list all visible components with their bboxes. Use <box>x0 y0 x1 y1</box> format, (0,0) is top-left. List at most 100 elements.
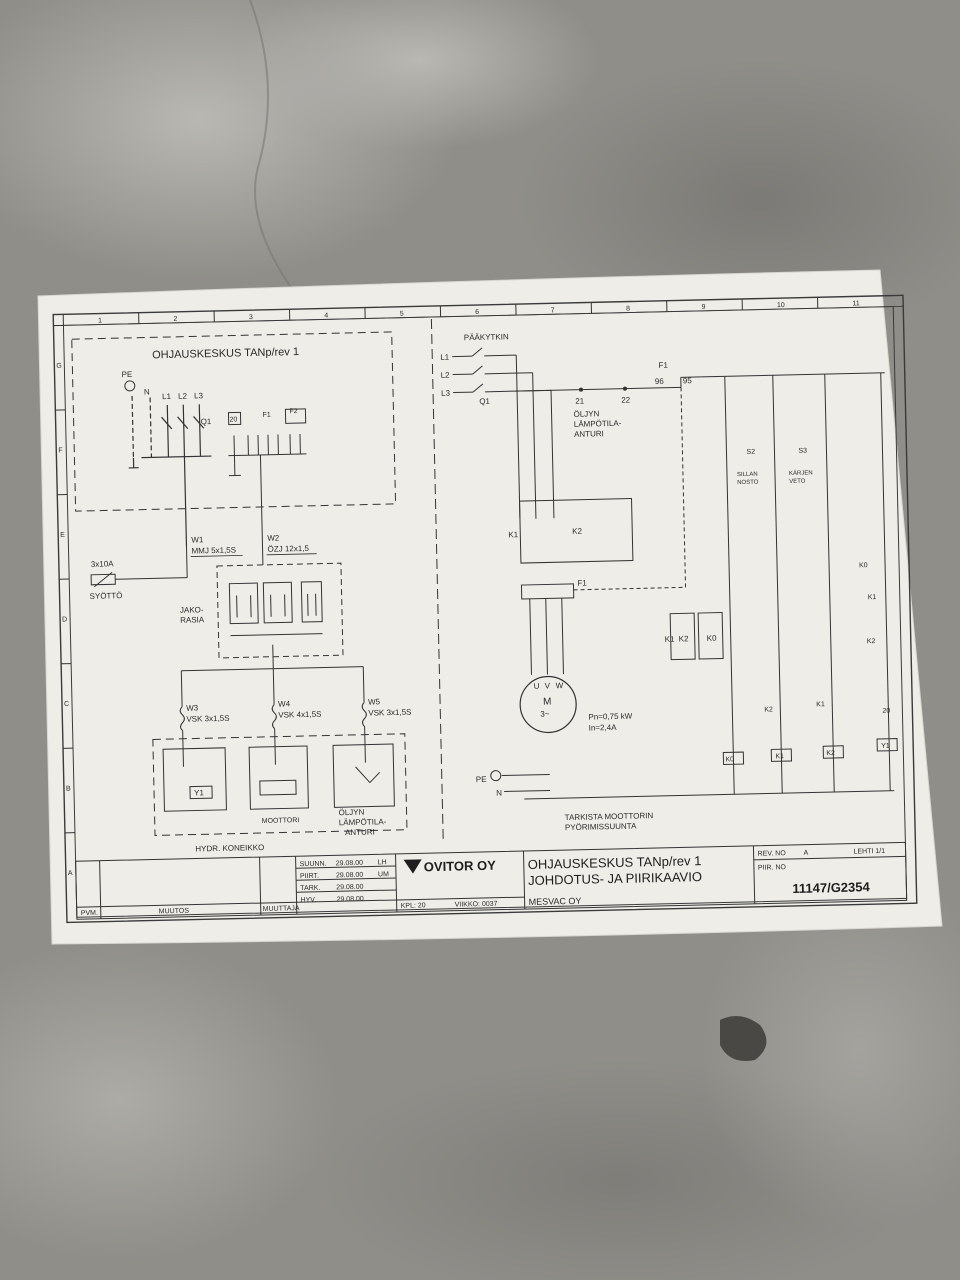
sensor-label-3: ANTURI <box>345 827 375 837</box>
circuit-diagram: PÄÄKYTKIN L1 L2 L3 Q1 <box>440 332 898 832</box>
pe-label: PE <box>121 370 132 379</box>
k1-contact: K1 <box>868 594 877 601</box>
fuse-f1-label: F1 <box>262 412 270 419</box>
w3-label: W3 <box>186 703 199 712</box>
rev-value: A <box>804 850 809 857</box>
w1-cable: MMJ 5x1,5S <box>191 546 236 556</box>
circuit-l1: L1 <box>440 353 450 362</box>
w2-label: W2 <box>267 534 280 543</box>
valve-y1 <box>189 785 213 800</box>
terminal-20-right: 20 <box>882 708 890 715</box>
grid-row-label: D <box>62 616 67 623</box>
supply-feed: 3x10A SYÖTTÖ W1 MMJ 5x1,5S W2 ÖZJ 12x1,5 <box>89 534 317 601</box>
k0-contact: K0 <box>859 562 868 569</box>
s3-desc-1: KÄRJEN <box>789 469 813 477</box>
paper <box>37 269 943 945</box>
reversing-contactors <box>519 498 634 564</box>
motor-current: In=2,4A <box>589 723 618 733</box>
motor-terminal-box <box>259 779 297 796</box>
circuit-l2: L2 <box>441 371 451 380</box>
junction-label-1: JAKO- <box>180 605 204 615</box>
coil-k0 <box>722 751 745 766</box>
coil-k2 <box>822 745 844 759</box>
w5-cable: VSK 3x1,5S <box>368 708 411 718</box>
valve-y1-label: Y1 <box>194 788 205 797</box>
section-divider <box>430 319 444 841</box>
grid-row-label: A <box>68 870 73 877</box>
tark-date: 29.08.00 <box>336 884 364 892</box>
q1-label: Q1 <box>201 417 212 426</box>
s2-label: S2 <box>746 449 755 456</box>
n-label: N <box>144 387 150 396</box>
sensor-label-2: LÄMPÖTILA- <box>339 817 387 827</box>
k2-aux: K2 <box>679 634 690 643</box>
w1-label: W1 <box>191 535 204 544</box>
hyv-label: HYV. <box>300 897 316 904</box>
terminal-20-label: 20 <box>230 416 238 423</box>
grid-column-label: 6 <box>475 309 479 316</box>
machine-label: HYDR. KONEIKKO <box>195 843 264 854</box>
terminal-21: 21 <box>575 397 585 406</box>
grid-row-label: F <box>58 447 62 454</box>
pe-ground-symbol <box>124 380 136 392</box>
coil-k2-label: K2 <box>826 750 835 757</box>
rotation-note-1: TARKISTA MOOTTORIN <box>565 811 654 822</box>
motor-m: M <box>543 696 552 707</box>
grid-column-label: 8 <box>626 306 630 313</box>
s2-desc-1: SILLAN <box>737 472 758 478</box>
grid-row-label: B <box>66 785 71 792</box>
piirt-init: UM <box>378 871 389 878</box>
w3-cable: VSK 3x1,5S <box>186 714 229 724</box>
customer: MESVAC OY <box>529 896 582 907</box>
oil-sensor-3: ANTURI <box>574 429 604 439</box>
company-name: OVITOR OY <box>424 858 497 875</box>
s3-desc-2: VETO <box>789 479 806 485</box>
oil-sensor-1: ÖLJYN <box>573 409 599 419</box>
supply-label: SYÖTTÖ <box>89 591 122 601</box>
coil-y1-label: Y1 <box>881 743 890 750</box>
piirt-date: 29.08.00 <box>336 872 364 880</box>
w5-label: W5 <box>368 697 381 706</box>
viikko: VIIKKO: 0037 <box>455 901 498 909</box>
w4-cable: VSK 4x1,5S <box>278 710 321 720</box>
coil-k0-label: K0 <box>725 756 734 763</box>
k2-interlock: K2 <box>764 706 773 713</box>
grid-column-label: 10 <box>777 302 785 309</box>
motor-power: Pn=0,75 kW <box>588 712 632 722</box>
terminal-95: 95 <box>683 376 693 385</box>
hyv-date: 29.08.00 <box>336 896 364 904</box>
hydraulic-unit: W3 VSK 3x1,5S W4 VSK 4x1,5S W5 VSK 3x1,5… <box>152 697 412 854</box>
rev-label: REV. NO <box>758 850 787 858</box>
grid-column-label: 5 <box>400 311 404 318</box>
circuit-l3: L3 <box>441 389 451 398</box>
k1-label: K1 <box>508 530 519 539</box>
pvm-label: PVM. <box>81 910 98 917</box>
motor-w: W <box>556 681 564 690</box>
motor-3phase: 3~ <box>540 709 550 718</box>
w4-label: W4 <box>278 699 291 708</box>
drawing-number: 11147/G2354 <box>792 879 870 896</box>
grid-row-label: E <box>60 532 65 539</box>
fuse-f2-label: F2 <box>289 408 297 415</box>
terminal-96: 96 <box>655 377 665 386</box>
suunn-date: 29.08.00 <box>336 860 364 868</box>
control-box: OHJAUSKESKUS TANp/rev 1 PE N L1 L2 L3 Q1 <box>71 331 397 565</box>
sheet-number: LEHTI 1/1 <box>854 848 886 856</box>
coil-y1 <box>876 738 898 752</box>
relay-f1-label: F1 <box>658 361 668 370</box>
w2-cable: ÖZJ 12x1,5 <box>267 544 309 554</box>
grid-column-label: 7 <box>551 307 555 314</box>
circuit-pe: PE <box>476 775 487 784</box>
grid-column-label: 3 <box>249 314 253 321</box>
title-block: SUUNN. 29.08.00 LH PIIRT. 29.08.00 UM TA… <box>75 841 908 920</box>
temp-sensor-symbol <box>355 766 381 784</box>
piirt-label: PIIRT. <box>300 873 319 880</box>
k1-aux: K1 <box>665 635 676 644</box>
kpl: KPL: 20 <box>401 902 426 910</box>
s3-label: S3 <box>798 448 807 455</box>
suunn-label: SUUNN. <box>300 861 327 869</box>
rotation-note-2: PYÖRIMISSUUNTA <box>565 821 637 832</box>
drawing-title-2: JOHDOTUS- JA PIIRIKAAVIO <box>528 869 702 888</box>
grid-column-label: 2 <box>173 316 177 323</box>
coil-k1-label: K1 <box>775 753 784 760</box>
